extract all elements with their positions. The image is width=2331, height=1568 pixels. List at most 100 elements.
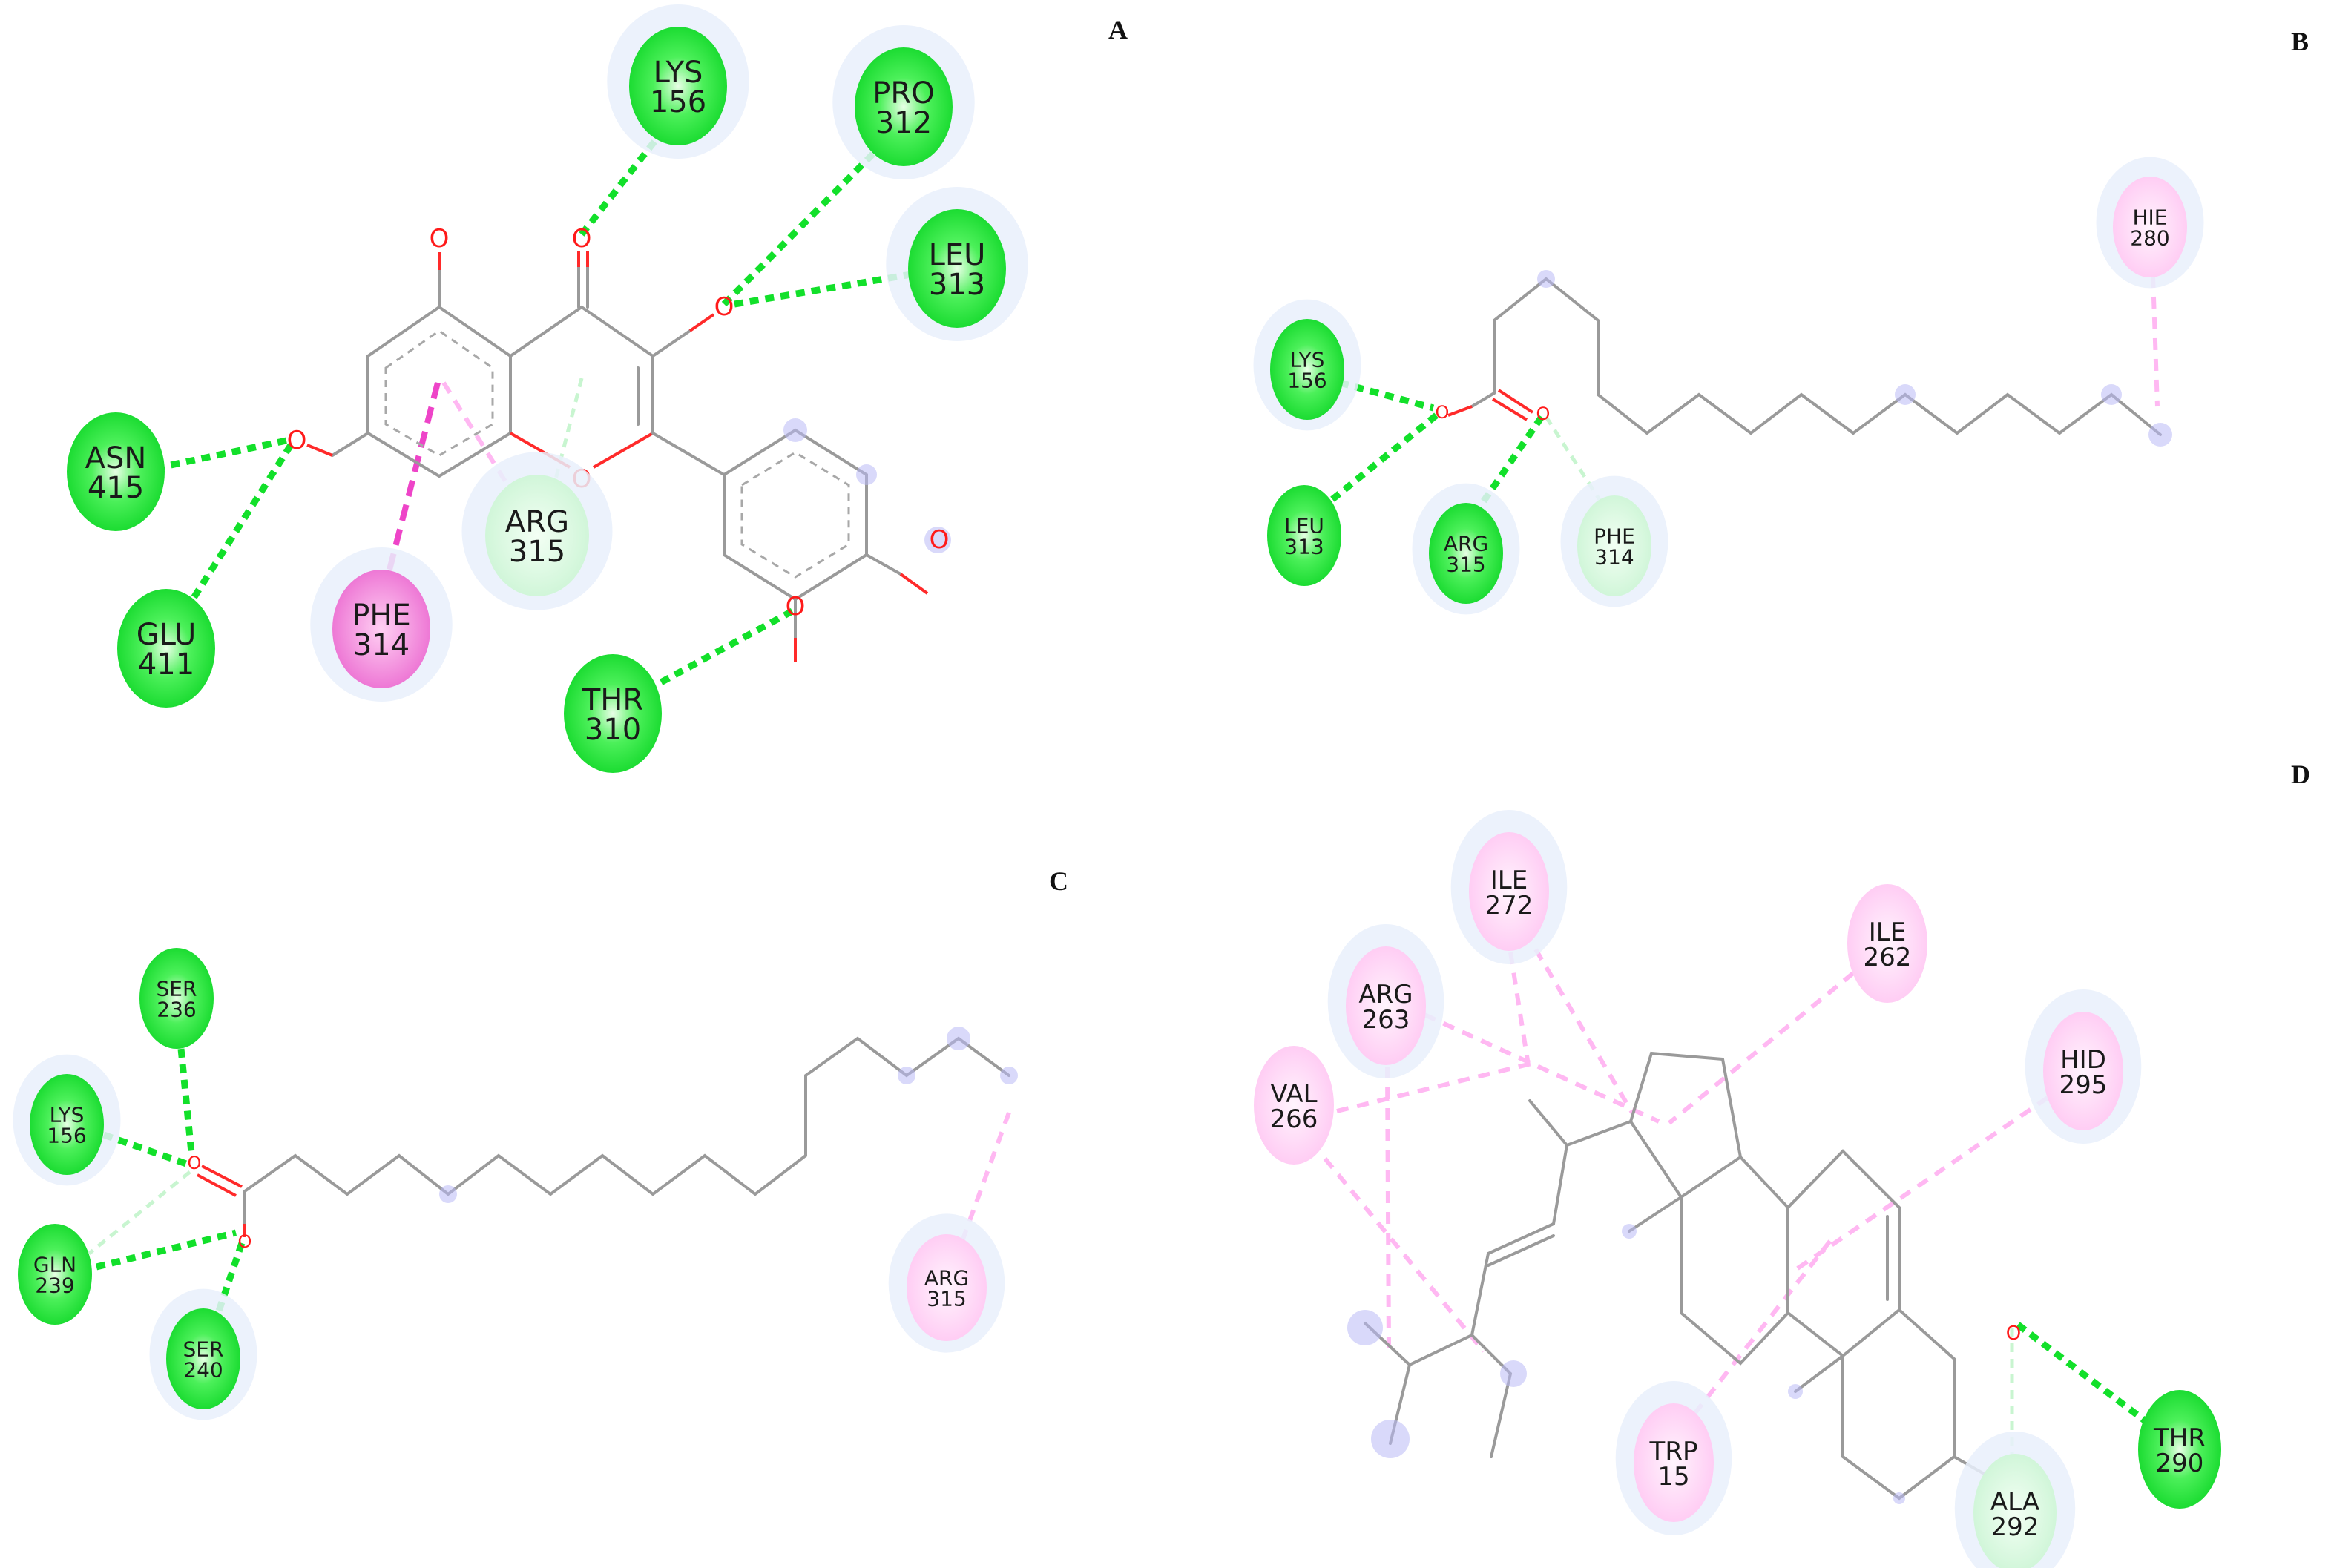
residue-number: 156 xyxy=(650,85,706,119)
residue-name: LYS xyxy=(1290,348,1325,372)
residue-circle xyxy=(908,209,1006,328)
residue-circle xyxy=(1267,485,1341,586)
panel-b-ligand-structure xyxy=(1447,270,2172,447)
residue-circle xyxy=(30,1074,104,1175)
oxygen-atom: O xyxy=(1436,402,1450,423)
residue-circle xyxy=(564,654,662,773)
residue-name: ARG xyxy=(1358,980,1413,1009)
panel-label-b: B xyxy=(2291,27,2309,56)
residue-number: 262 xyxy=(1864,943,1912,972)
residue-name: ARG xyxy=(505,505,569,539)
residue-name: PRO xyxy=(872,76,934,111)
panel-d-interaction-lines xyxy=(1323,948,2148,1457)
panel-b-oxygen-atoms: O O xyxy=(1436,402,1551,424)
residue-name: GLU xyxy=(137,618,197,652)
residue-number: 239 xyxy=(35,1274,74,1298)
residue-circle xyxy=(1847,884,1927,1003)
residue-circle xyxy=(629,27,727,145)
oxygen-atom: O xyxy=(572,224,592,254)
residue-number: 411 xyxy=(138,648,194,682)
residue-circle xyxy=(2138,1390,2221,1509)
residue-circle xyxy=(18,1224,92,1325)
residue-circle xyxy=(1634,1403,1714,1522)
residue-circle xyxy=(1254,1046,1334,1165)
residue-number: 290 xyxy=(2156,1449,2204,1478)
residue-name: PHE xyxy=(1594,524,1635,549)
residue-circle xyxy=(1429,503,1503,604)
oxygen-atom: O xyxy=(430,224,450,254)
residue-number: 313 xyxy=(1284,535,1324,559)
residue-number: 272 xyxy=(1485,891,1533,920)
residue-name: PHE xyxy=(352,599,410,633)
oxygen-atom: O xyxy=(2006,1322,2021,1345)
residue-name: HIE xyxy=(2132,205,2167,230)
residue-number: 266 xyxy=(1270,1104,1318,1134)
residue-name: ARG xyxy=(924,1266,969,1291)
residue-number: 240 xyxy=(183,1358,223,1383)
residue-name: THR xyxy=(2153,1423,2206,1453)
residue-name: ARG xyxy=(1444,532,1488,556)
panel-c-interaction-lines xyxy=(88,1048,1011,1319)
panel-a-ligand-structure xyxy=(306,251,951,662)
residue-name: SER xyxy=(183,1337,224,1362)
panel-label-a: A xyxy=(1108,15,1128,45)
residue-circle xyxy=(1346,946,1426,1065)
residue-number: 236 xyxy=(157,998,196,1022)
residue-name: LYS xyxy=(654,56,703,90)
residue-name: LEU xyxy=(1284,514,1324,538)
residue-number: 315 xyxy=(1446,553,1485,577)
residue-circle xyxy=(855,47,953,166)
residue-name: THR xyxy=(582,683,643,717)
oxygen-atom: O xyxy=(238,1231,252,1252)
panel-label-d: D xyxy=(2291,760,2310,789)
residue-circle xyxy=(1469,832,1549,951)
residue-name: ILE xyxy=(1490,866,1528,895)
residue-circle xyxy=(485,475,589,596)
residue-number: 156 xyxy=(1287,369,1326,393)
panel-c-ligand-structure xyxy=(197,1027,1018,1237)
residue-circle xyxy=(2113,177,2187,277)
residue-number: 312 xyxy=(875,106,932,140)
residue-number: 313 xyxy=(929,268,985,302)
oxygen-atom: O xyxy=(786,592,806,622)
residue-name: TRP xyxy=(1649,1437,1698,1466)
residue-circle xyxy=(139,948,214,1049)
residue-name: LYS xyxy=(50,1103,85,1127)
residue-circle xyxy=(332,570,430,688)
residue-number: 310 xyxy=(585,713,641,747)
residue-number: 315 xyxy=(509,535,565,569)
panel-d-ligand-structure xyxy=(1347,1051,2009,1504)
panel-d-oxygen-atoms: O O xyxy=(2006,1322,2021,1345)
residue-number: 15 xyxy=(1657,1462,1689,1492)
oxygen-atom: O xyxy=(930,525,950,555)
panel-c-oxygen-atoms: O O xyxy=(188,1153,252,1252)
oxygen-atom: O xyxy=(714,292,734,322)
residue-name: GLN xyxy=(33,1253,76,1277)
residue-number: 263 xyxy=(1362,1005,1410,1035)
residue-circle xyxy=(67,412,165,531)
oxygen-atom: O xyxy=(188,1153,202,1173)
